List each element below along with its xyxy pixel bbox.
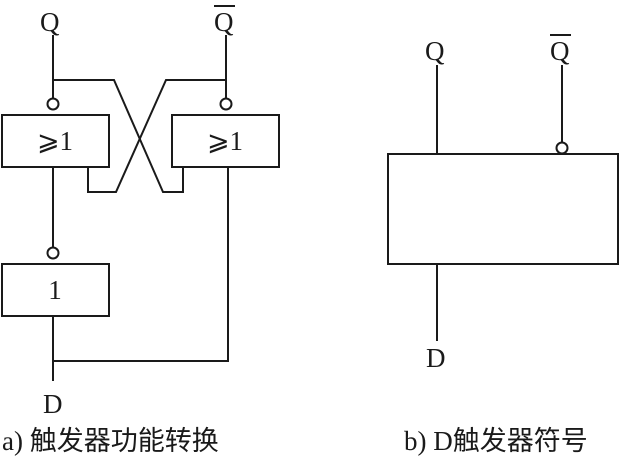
caption-b: b) D触发器符号 <box>404 426 588 456</box>
cross-wire-q-to-right-gate <box>52 79 184 193</box>
right-d-label: D <box>426 343 446 373</box>
right-q-label: Q <box>425 36 445 66</box>
circuit-a: Q Q ⩾1 ⩾1 1 D a) 触发器功能转换 <box>1 5 280 456</box>
left-q-bar-label: Q <box>214 7 234 37</box>
left-nor-gate <box>1 114 110 168</box>
left-d-label: D <box>43 389 63 419</box>
right-nor-gate-label: ⩾1 <box>207 126 243 156</box>
inverter-gate-label: 1 <box>48 275 62 305</box>
circuit-b: Q Q D b) D触发器符号 <box>387 34 619 456</box>
right-gate-input-bubble <box>219 97 233 111</box>
cross-wire-q-bar-to-left-gate <box>87 79 227 193</box>
caption-a: a) 触发器功能转换 <box>2 426 219 456</box>
inverter-gate <box>1 263 110 317</box>
left-gate-input-bubble <box>46 97 60 111</box>
d-flip-flop-box <box>387 153 619 265</box>
right-nor-gate <box>171 114 280 168</box>
left-nor-gate-label: ⩾1 <box>37 126 73 156</box>
right-gate-lower-wire <box>52 166 229 362</box>
left-q-label: Q <box>40 7 60 37</box>
symbol-q-bar-bubble <box>555 141 569 155</box>
right-q-bar-label: Q <box>550 36 570 66</box>
inverter-output-bubble <box>46 246 60 260</box>
